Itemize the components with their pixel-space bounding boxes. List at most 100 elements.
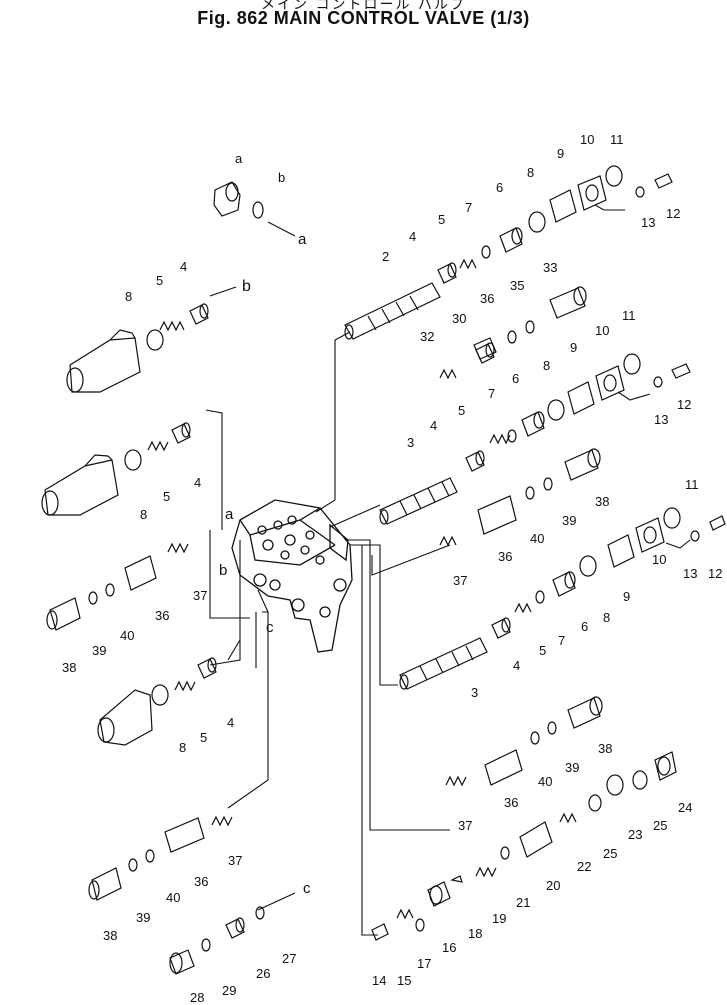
callout-36: 37 [228, 853, 242, 868]
callout-33: 35 [510, 278, 524, 293]
callout-12: 12 [708, 566, 722, 581]
callout-6: 6 [581, 619, 588, 634]
callout-18: 18 [468, 926, 482, 941]
callout-37: 38 [595, 494, 609, 509]
callout-10: 10 [580, 132, 594, 147]
callout-3: 3 [471, 685, 478, 700]
callout-29: 29 [222, 983, 236, 998]
figure-title: Fig. 862 MAIN CONTROL VALVE (1/3) [197, 8, 530, 28]
callout-4: 4 [180, 259, 187, 274]
callout-39: 40 [538, 774, 552, 789]
callout-16: 16 [442, 940, 456, 955]
callout-5: 5 [539, 643, 546, 658]
callout-36: 37 [193, 588, 207, 603]
callout-8: 8 [543, 358, 550, 373]
callout-7: 7 [488, 386, 495, 401]
callout-30: 30 [452, 311, 466, 326]
callout-37: 38 [62, 660, 76, 675]
callout-26: 26 [256, 966, 270, 981]
small-parts-group [46, 165, 726, 975]
callout-10: 10 [595, 323, 609, 338]
callout-21: 21 [516, 895, 530, 910]
callout-15: 15 [397, 973, 411, 988]
callout-4: 4 [513, 658, 520, 673]
callout-37: 38 [103, 928, 117, 943]
callout-13: 13 [641, 215, 655, 230]
callout-20: 20 [546, 878, 560, 893]
callout-36: 37 [458, 818, 472, 833]
callout-35: 36 [504, 795, 518, 810]
callout-4: 4 [227, 715, 234, 730]
callout-39: 40 [166, 890, 180, 905]
callout-8: 8 [125, 289, 132, 304]
leader-lines [205, 204, 691, 936]
callout-5: 5 [438, 212, 445, 227]
callout-2: 2 [382, 249, 389, 264]
callout-6: 6 [496, 180, 503, 195]
callout-9: 9 [557, 146, 564, 161]
callout-4: 4 [430, 418, 437, 433]
callout-19: 19 [492, 911, 506, 926]
callout-38: 39 [136, 910, 150, 925]
callout-6: 6 [512, 371, 519, 386]
callout-35: 36 [480, 291, 494, 306]
callout-25: 25 [653, 818, 667, 833]
callout-11: 11 [622, 308, 636, 323]
plug-40 [213, 181, 241, 217]
callout-39: 40 [120, 628, 134, 643]
callout-24: 24 [678, 800, 692, 815]
callout-5: 5 [163, 489, 170, 504]
callout-38: 39 [562, 513, 576, 528]
callout-7: 7 [465, 200, 472, 215]
callout-17: 17 [417, 956, 431, 971]
callout-25: 25 [603, 846, 617, 861]
callout-37: 38 [598, 741, 612, 756]
spool-2 [344, 282, 441, 340]
spool-3-lower [399, 637, 488, 690]
callout-8: 8 [603, 610, 610, 625]
callout-28: 28 [190, 990, 204, 1005]
callout-b: b [242, 278, 251, 295]
callout-9: 9 [623, 589, 630, 604]
spool-3-upper [379, 477, 458, 525]
callout-38: 39 [565, 760, 579, 775]
housing-1 [66, 329, 141, 393]
callout-38: 39 [92, 643, 106, 658]
callout-12: 12 [666, 206, 680, 221]
callout-14: 14 [372, 973, 386, 988]
callout-32: 32 [420, 329, 434, 344]
callout-35: 36 [155, 608, 169, 623]
callout-b: b [219, 562, 227, 579]
callout-41: b [278, 170, 285, 185]
callout-10: 10 [652, 552, 666, 567]
callout-13: 13 [654, 412, 668, 427]
housing-2 [41, 454, 119, 516]
callout-c: c [303, 880, 311, 897]
callout-39: 40 [530, 531, 544, 546]
callout-4: 4 [194, 475, 201, 490]
callout-27: 27 [282, 951, 296, 966]
callout-13: 13 [683, 566, 697, 581]
callout-12: 12 [677, 397, 691, 412]
callout-8: 8 [140, 507, 147, 522]
callout-5: 5 [156, 273, 163, 288]
callout-9: 9 [570, 340, 577, 355]
o-ring-41 [252, 201, 264, 219]
callout-a: a [225, 506, 234, 523]
callout-35: 36 [194, 874, 208, 889]
callout-3: 3 [407, 435, 414, 450]
callout-23: 23 [628, 827, 642, 842]
callout-22: 22 [577, 859, 591, 874]
callout-11: 11 [610, 132, 624, 147]
callout-36: 37 [453, 573, 467, 588]
main-valve-body [231, 499, 353, 653]
callout-4: 4 [409, 229, 416, 244]
callout-35: 36 [498, 549, 512, 564]
callout-c: c [266, 619, 274, 636]
figure-title-japanese: メイン コントロール バルブ [261, 0, 466, 13]
callout-8: 8 [527, 165, 534, 180]
callout-32: 33 [543, 260, 557, 275]
callout-labels: a b a 8 5 4 b 2 4 5 7 6 8 9 10 11 13 12 … [62, 132, 722, 1005]
callout-5: 5 [458, 403, 465, 418]
